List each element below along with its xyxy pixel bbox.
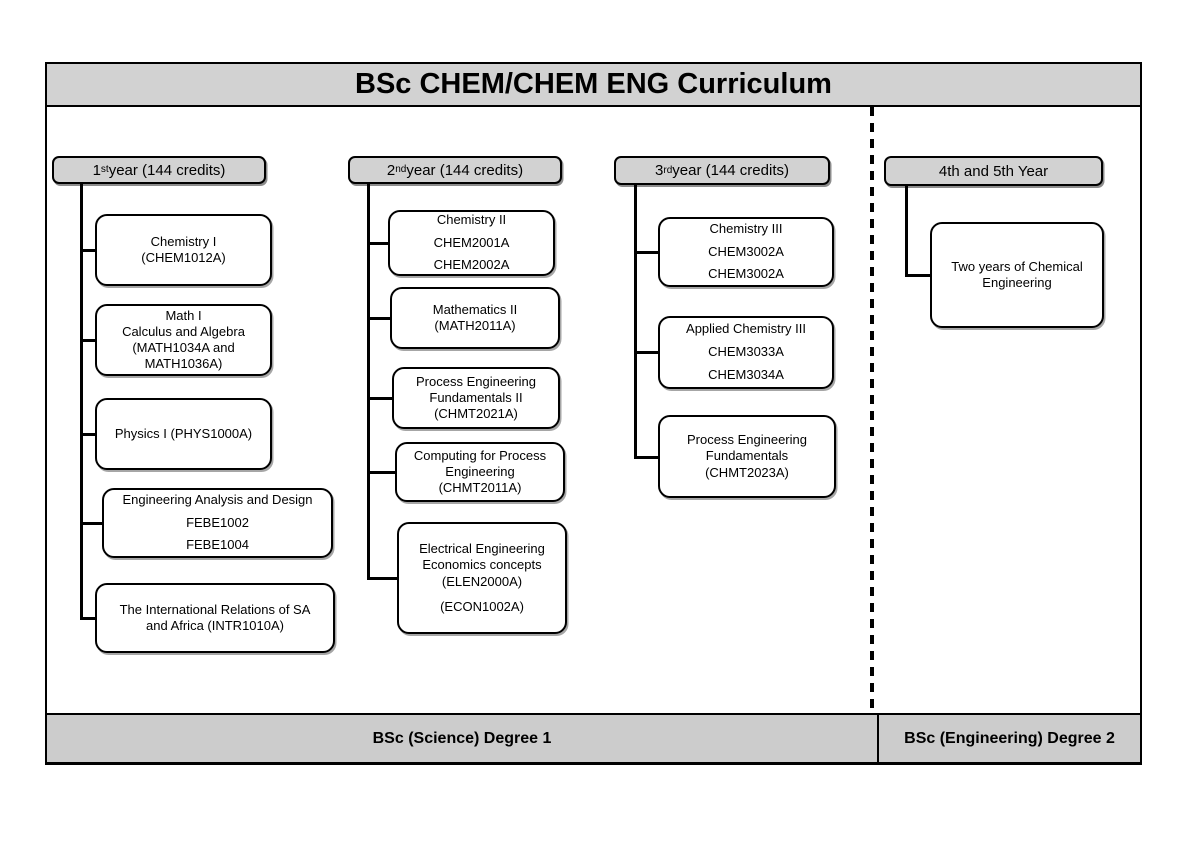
- column-header-year-4-5: 4th and 5th Year: [884, 156, 1103, 186]
- course-box-line: CHEM3033A: [708, 344, 784, 360]
- course-box-line: (ELEN2000A): [441, 573, 523, 589]
- course-box-line: FEBE1002: [186, 514, 249, 530]
- course-box-line: CHEM3002A: [708, 266, 784, 282]
- course-box-line: The International Relations of SA: [119, 601, 311, 617]
- course-box-line: Math I: [165, 307, 202, 323]
- course-box-line: Economics concepts: [422, 557, 542, 573]
- connector-stub: [80, 433, 97, 436]
- connector-trunk-year-4-5: [905, 184, 908, 277]
- connector-stub: [367, 242, 390, 245]
- course-box-line: (CHMT2021A): [434, 406, 518, 422]
- connector-stub: [367, 471, 397, 474]
- course-box-line: [403, 590, 561, 599]
- course-box-line: Engineering: [982, 275, 1052, 290]
- column-header-label: year (144 credits): [108, 161, 226, 179]
- course-box-line: FEBE1004: [186, 537, 249, 553]
- course-box-line: and Africa (INTR1010A): [145, 618, 284, 633]
- column-header-label: 4th and 5th Year: [938, 162, 1049, 180]
- connector-trunk-year-2: [367, 182, 370, 580]
- course-box-line: Mathematics II: [432, 301, 518, 317]
- course-box-line: (CHMT2011A): [438, 480, 522, 496]
- footer-degree-2-label: BSc (Engineering) Degree 2: [904, 729, 1115, 747]
- course-box-chemistry-iii: Chemistry III CHEM3002A CHEM3002A: [658, 217, 834, 287]
- course-box-line: Physics I (PHYS1000A): [114, 425, 253, 441]
- course-box-line: CHEM3034A: [708, 366, 784, 382]
- course-box-line: Chemistry I: [150, 233, 217, 249]
- connector-stub: [80, 617, 97, 620]
- course-box-line: Process Engineering: [416, 373, 536, 389]
- course-box-line: (MATH2011A): [434, 318, 516, 333]
- course-box-line: CHEM3002A: [708, 243, 784, 259]
- course-box-line: (CHEM1012A): [141, 250, 226, 265]
- footer-degree-1: BSc (Science) Degree 1: [45, 713, 879, 765]
- diagram-title-bar: BSc CHEM/CHEM ENG Curriculum: [45, 62, 1142, 107]
- connector-stub: [634, 251, 660, 254]
- column-header-label: year (144 credits): [672, 162, 789, 179]
- course-box-line: Fundamentals II: [429, 389, 523, 405]
- course-box-line: (MATH1034A and: [132, 340, 235, 355]
- connector-stub: [634, 456, 660, 459]
- footer-degree-2: BSc (Engineering) Degree 2: [877, 713, 1142, 765]
- connector-stub: [80, 522, 104, 525]
- connector-stub: [80, 249, 97, 252]
- course-box-line: Fundamentals: [705, 448, 789, 464]
- course-box-line: Calculus and Algebra: [122, 323, 245, 339]
- connector-stub: [634, 351, 660, 354]
- course-box-line: Process Engineering: [687, 432, 807, 448]
- connector-stub: [367, 317, 392, 320]
- degree-divider-dashed-line: [870, 107, 874, 713]
- connector-trunk-year-3: [634, 183, 637, 459]
- course-box-line: Engineering: [445, 463, 515, 479]
- course-box-line: (CHMT2023A): [705, 464, 789, 480]
- course-box-chemistry-i: Chemistry I(CHEM1012A): [95, 214, 272, 286]
- course-box-mathematics-ii: Mathematics II(MATH2011A): [390, 287, 560, 349]
- course-box-chemistry-ii: Chemistry II CHEM2001A CHEM2002A: [388, 210, 555, 276]
- connector-stub: [367, 577, 399, 580]
- course-box-line: CHEM2002A: [433, 257, 510, 273]
- course-box-line: Chemistry II: [436, 211, 507, 227]
- connector-stub: [80, 339, 97, 342]
- connector-trunk-year-1: [80, 182, 83, 620]
- course-box-line: Engineering Analysis and Design: [122, 491, 313, 507]
- column-header-label: 3: [655, 162, 664, 179]
- page-title: BSc CHEM/CHEM ENG Curriculum: [355, 68, 832, 100]
- column-header-label: 2: [386, 161, 396, 179]
- footer-degree-1-label: BSc (Science) Degree 1: [372, 729, 552, 747]
- course-box-line: Computing for Process: [413, 447, 547, 463]
- course-box-line: Two years of Chemical: [951, 258, 1083, 274]
- course-box-line: MATH1036A): [144, 356, 223, 372]
- course-box-line: Chemistry III: [709, 220, 783, 236]
- course-box-physics-i-phys1000a: Physics I (PHYS1000A): [95, 398, 272, 470]
- column-header-label: year (144 credits): [406, 161, 524, 179]
- course-box-applied-chemistry-iii: Applied Chemistry III CHEM3033A CHEM3034A: [658, 316, 834, 389]
- course-box-line: CHEM2001A: [433, 234, 510, 250]
- connector-stub: [367, 397, 394, 400]
- connector-stub: [905, 274, 932, 277]
- column-header-label: 1: [92, 161, 101, 179]
- course-box-line: (ECON1002A): [440, 598, 524, 614]
- course-box-line: Applied Chemistry III: [686, 321, 806, 337]
- course-box-line: Electrical Engineering: [419, 541, 545, 556]
